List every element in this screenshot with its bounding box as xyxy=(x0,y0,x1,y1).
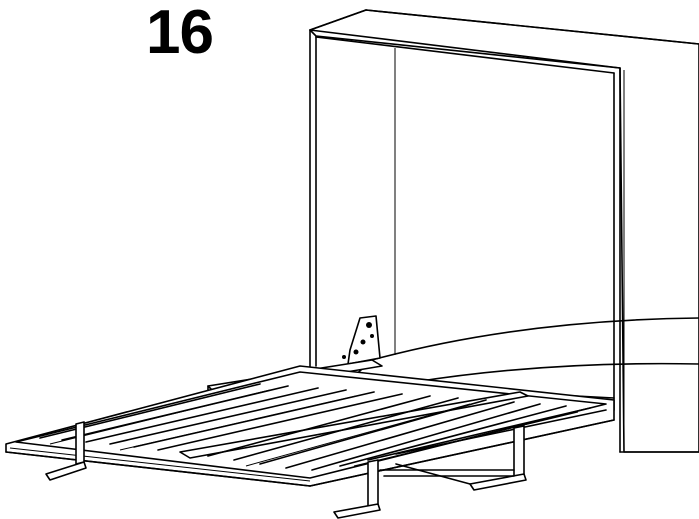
bed-legs xyxy=(45,421,527,519)
bed-slats xyxy=(39,383,607,471)
hinge-bracket xyxy=(342,315,381,365)
step-number: 16 xyxy=(146,0,214,67)
cabinet-frame xyxy=(309,9,699,453)
